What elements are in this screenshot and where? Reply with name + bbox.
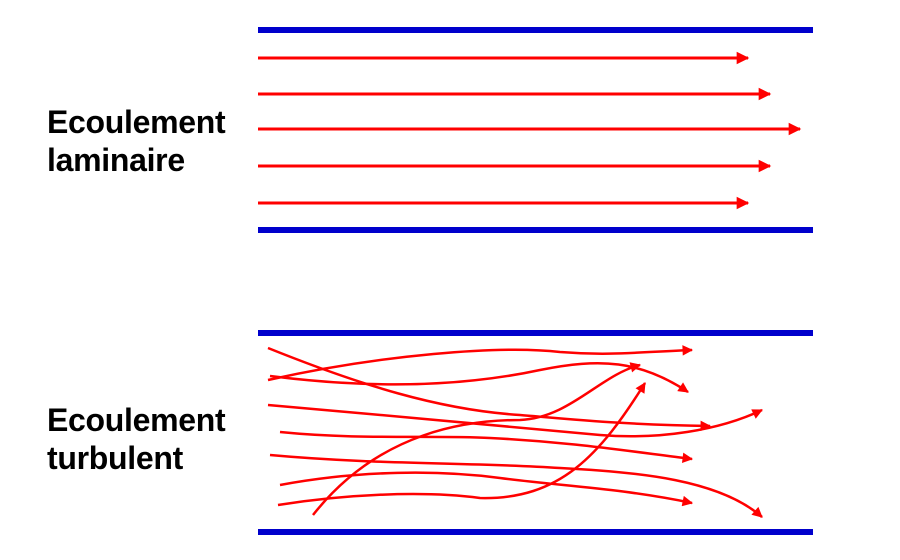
laminar-label-line2: laminaire: [47, 142, 185, 178]
turbulent-streamline: [277, 382, 647, 507]
turbulent-streamline: [269, 453, 763, 518]
turbulent-label-line1: Ecoulement: [47, 402, 226, 438]
turbulent-section: [258, 330, 813, 535]
laminar-label-line1: Ecoulement: [47, 104, 226, 140]
turbulent-streamline: [312, 362, 642, 516]
turbulent-streamline: [267, 345, 694, 382]
turbulent-streamline: [279, 430, 694, 464]
turbulent-streamline: [267, 346, 712, 432]
laminar-section: [258, 27, 813, 233]
turbulent-label-line2: turbulent: [47, 440, 183, 476]
turbulent-streamline: [267, 403, 763, 438]
laminar-label: Ecoulement laminaire: [47, 103, 226, 179]
turbulent-label: Ecoulement turbulent: [47, 401, 226, 477]
